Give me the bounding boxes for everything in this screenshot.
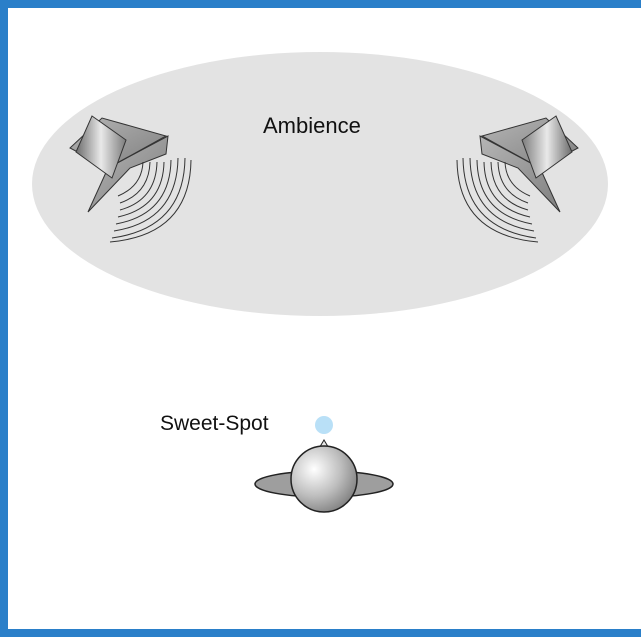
sweet-spot-label: Sweet-Spot (160, 412, 269, 435)
ambience-area (32, 52, 608, 316)
left-sound-waves (109, 157, 192, 243)
sweet-spot-dot (315, 416, 333, 434)
left-speaker-icon (69, 115, 169, 213)
listener-head (290, 445, 358, 513)
right-sound-waves (456, 157, 539, 243)
listener-head-icon (254, 439, 394, 513)
right-speaker-icon (479, 115, 579, 213)
ambience-label: Ambience (263, 113, 361, 138)
